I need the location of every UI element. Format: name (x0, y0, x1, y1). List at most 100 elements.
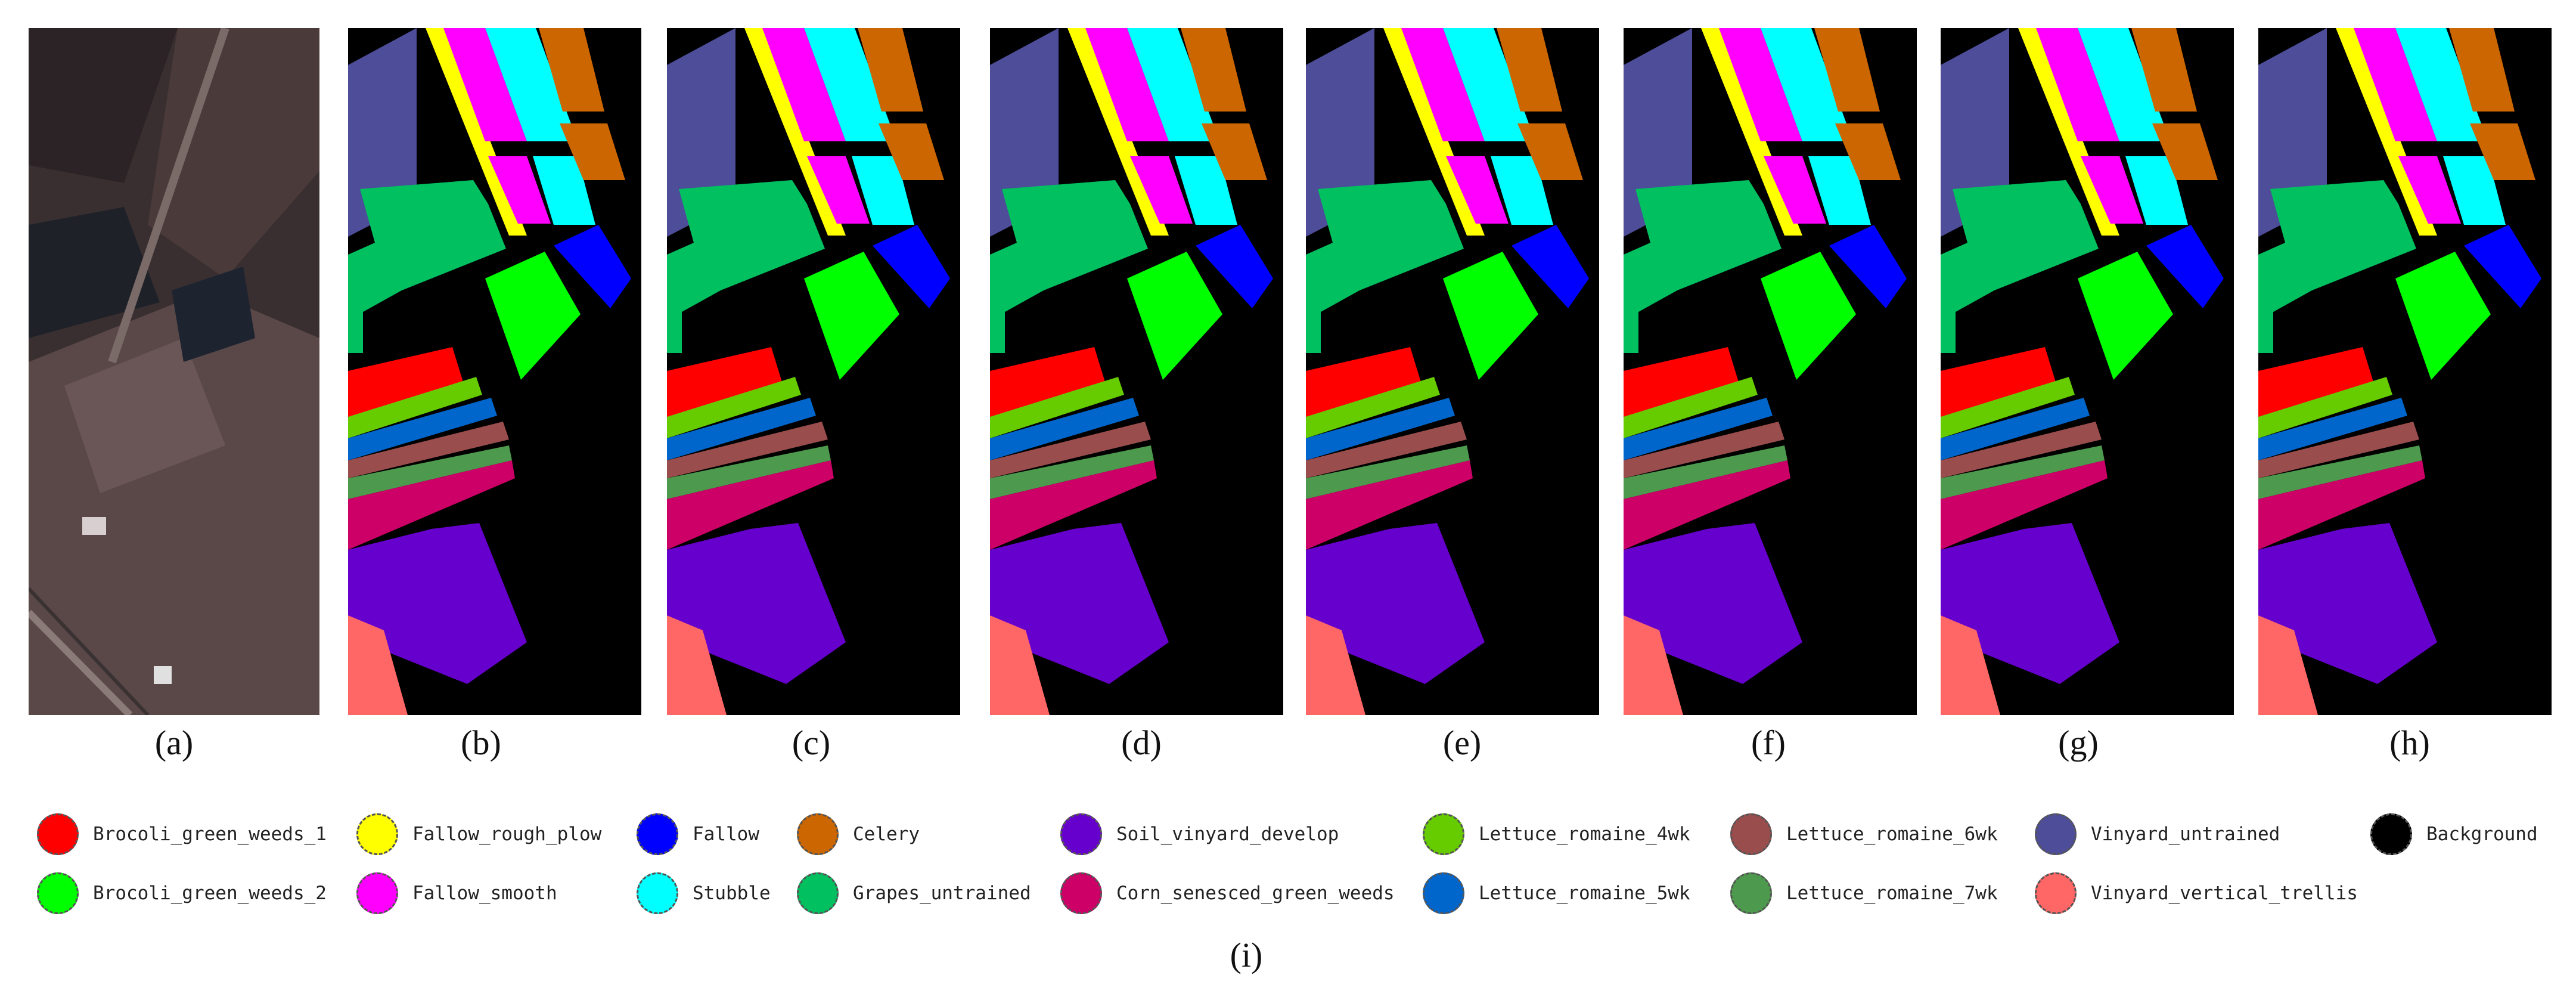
map-region (2078, 252, 2173, 380)
map-region (348, 398, 497, 460)
legend-item: Vinyard_vertical_trellis (2035, 869, 2358, 917)
legend-label: Grapes_untrained (853, 883, 1031, 904)
map-region (485, 28, 578, 141)
map-region (554, 225, 631, 308)
map-region (1306, 422, 1467, 478)
legend-label: Fallow_rough_plow (412, 824, 602, 845)
map-region (1761, 28, 1853, 141)
legend-label: Lettuce_romaine_6wk (1786, 824, 1998, 845)
legend-label: Lettuce_romaine_7wk (1786, 883, 1998, 904)
classification-map-b (348, 28, 641, 715)
map-region (2354, 28, 2437, 141)
legend-item: Corn_senesced_green_weeds (1060, 869, 1395, 917)
legend-label: Brocoli_green_weeds_2 (93, 883, 327, 904)
classification-map (667, 28, 960, 715)
map-region (1941, 422, 2102, 478)
map-region (667, 460, 834, 550)
legend-swatch-icon (1423, 813, 1464, 855)
map-region (1624, 28, 1692, 237)
panel-label-f: (f) (1751, 723, 1786, 762)
classification-map (990, 28, 1283, 715)
panel-label-d: (d) (1121, 723, 1162, 762)
classification-map-c (667, 28, 960, 715)
legend-label: Corn_senesced_green_weeds (1116, 883, 1395, 904)
legend-item: Grapes_untrained (797, 869, 1031, 917)
map-region (1941, 28, 2009, 237)
map-region (667, 180, 825, 320)
map-region (1814, 28, 1880, 112)
rgb-image (29, 28, 319, 715)
legend-item: Brocoli_green_weeds_1 (37, 810, 327, 858)
map-region (2258, 445, 2422, 499)
map-region (348, 180, 506, 320)
map-region (1624, 615, 1683, 715)
map-region (1624, 398, 1773, 460)
legend-label: Vinyard_vertical_trellis (2091, 883, 2358, 904)
map-region (667, 398, 816, 460)
map-region (1306, 28, 1374, 237)
map-region (990, 445, 1154, 499)
map-region (990, 422, 1151, 478)
map-region (348, 445, 512, 499)
map-region (2443, 156, 2506, 225)
map-region (2395, 28, 2488, 141)
legend-swatch-icon (356, 872, 398, 914)
map-region (667, 377, 801, 438)
map-region (1941, 180, 2099, 320)
map-region (1306, 460, 1473, 550)
map-region (348, 460, 515, 550)
map-region (667, 615, 727, 715)
classification-map (348, 28, 641, 715)
legend-label: Background (2426, 824, 2538, 845)
map-region (1941, 460, 2108, 550)
legend-item: Background (2370, 810, 2538, 858)
map-region (873, 225, 950, 308)
map-region (1306, 284, 1321, 353)
map-region (539, 28, 604, 112)
map-region (2081, 156, 2143, 224)
legend-item: Lettuce_romaine_4wk (1423, 810, 1690, 858)
panel-label-g: (g) (2058, 723, 2099, 762)
legend-item: Brocoli_green_weeds_2 (37, 869, 327, 917)
legend-swatch-icon (1423, 872, 1464, 914)
map-region (1491, 156, 1553, 225)
map-region (667, 523, 846, 684)
map-region (667, 28, 735, 237)
map-region (1306, 377, 1440, 438)
map-region (762, 28, 846, 141)
map-region (2395, 252, 2491, 380)
map-region (990, 460, 1157, 550)
map-region (1306, 523, 1485, 684)
legend-item: Fallow (637, 810, 759, 858)
map-region (488, 156, 551, 224)
map-region (667, 284, 682, 353)
legend-swatch-icon (637, 872, 678, 914)
legend-swatch-icon (2035, 813, 2077, 855)
classification-map-h (2258, 28, 2552, 715)
map-region (990, 615, 1050, 715)
map-region (667, 445, 831, 499)
legend-swatch-icon (356, 813, 398, 855)
map-region (1512, 225, 1589, 308)
legend-label: Fallow_smooth (412, 883, 557, 904)
map-region (804, 28, 896, 141)
legend-item: Stubble (637, 869, 771, 917)
map-region (990, 347, 1106, 417)
legend-swatch-icon (797, 872, 839, 914)
map-region (1829, 225, 1907, 308)
map-region (2258, 284, 2273, 353)
map-region (348, 377, 482, 438)
map-region (2470, 123, 2535, 180)
map-region (2398, 156, 2461, 224)
classification-map (1624, 28, 1917, 715)
legend-swatch-icon (37, 813, 79, 855)
map-region (348, 284, 363, 353)
classification-map-g (1941, 28, 2234, 715)
map-region (1196, 225, 1273, 308)
map-region (990, 523, 1169, 684)
legend-swatch-icon (1730, 813, 1772, 855)
panel-label-e: (e) (1442, 723, 1482, 762)
map-region (1306, 445, 1470, 499)
map-region (2258, 523, 2437, 684)
legend-swatch-icon (1060, 813, 1102, 855)
